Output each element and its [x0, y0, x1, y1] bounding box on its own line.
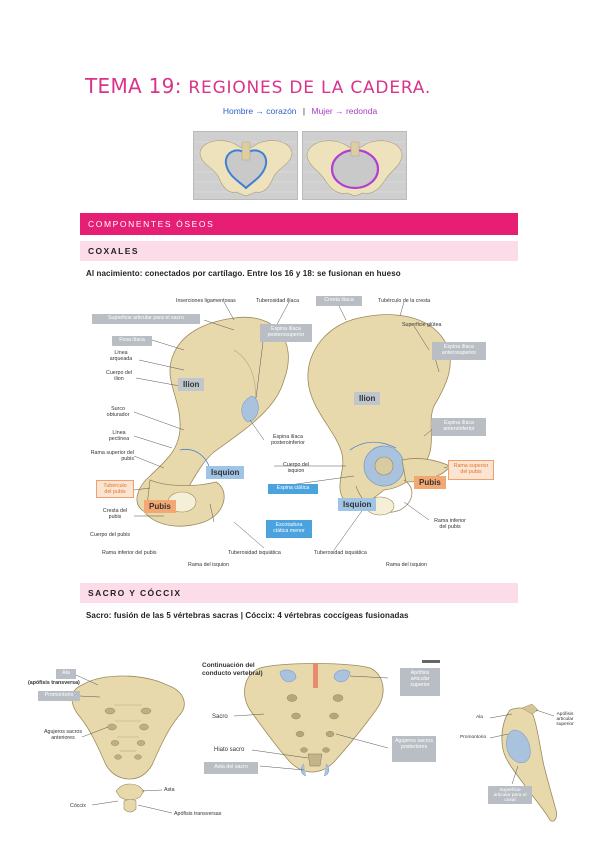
lbl-agujeros-anteriores: Agujeros sacros anteriores — [44, 729, 82, 741]
lbl-apofisis-lateral: Apófisis articular superior — [556, 712, 574, 727]
lbl-asta-sacro: Asta del sacro — [204, 762, 258, 774]
male-pelvis-image — [193, 131, 298, 200]
bone-ilion-2: Ilion — [354, 392, 381, 405]
lbl-tuberosidad-isq-1: Tuberosidad isquiática — [228, 550, 281, 556]
lbl-surco-obturador: Surco obturador — [106, 406, 130, 418]
lbl-superficie-articular: Superficie articular para el sacro — [92, 314, 200, 324]
bone-isquion-1: Isquion — [206, 466, 245, 479]
bone-pubis-2: Pubis — [414, 476, 446, 489]
lbl-espina-ant-inf: Espina ilíaca anteroinferior — [432, 418, 486, 436]
pelvis-legend: Hombre → corazón | Mujer → redonda — [0, 106, 600, 116]
sacrum-posterior-figure: Continuación del conducto vertebral) Apó… — [200, 658, 440, 788]
title-rest: REGIONES DE LA CADERA. — [188, 78, 432, 98]
lbl-ala-lateral: Ala — [476, 715, 483, 720]
lbl-fosa-iliaca: Fosa ilíaca — [112, 336, 152, 346]
bone-isquion-2: Isquion — [338, 498, 377, 511]
lbl-apofisis-transversas: Apófisis transversas — [174, 811, 222, 817]
lbl-rama-isquion-2: Rama del isquion — [386, 562, 427, 568]
lbl-linea-pectinea: Línea pectínea — [108, 430, 130, 442]
lbl-agujeros-posteriores: Agujeros sacros posteriores — [392, 736, 436, 762]
lbl-tuberculo-pubis: Tubérculo del pubis — [96, 480, 134, 498]
lbl-tuberculo-cresta: Tubérculo de la cresta — [378, 298, 431, 304]
lbl-rama-inf-pubis-l: Rama inferior del pubis — [102, 550, 157, 556]
lbl-rama-isquion-1: Rama del isquion — [188, 562, 229, 568]
lbl-espina-post-inf: Espina ilíaca posteroinferior — [271, 434, 305, 446]
section-componentes-oseos: COMPONENTES ÓSEOS — [80, 213, 518, 235]
lbl-linea-arqueada: Línea arqueada — [109, 350, 133, 362]
lbl-continuacion: Continuación del conducto vertebral) — [202, 662, 263, 677]
lbl-superficie-coxal: Superficie articular para el coxal — [488, 786, 532, 804]
lbl-cuerpo-pubis: Cuerpo del pubis — [90, 532, 131, 538]
lbl-rama-inf-pubis-r: Rama inferior del pubis — [434, 518, 466, 530]
lbl-tuberosidad-iliaca: Tuberosidad ilíaca — [256, 298, 300, 304]
lbl-sacro: Sacro — [212, 714, 228, 720]
lbl-espina-post-sup: Espina ilíaca posterosuperior — [260, 324, 312, 342]
lbl-tuberosidad-isq-2: Tuberosidad isquiática — [314, 550, 367, 556]
lbl-cuerpo-ilion: Cuerpo del ilion — [106, 370, 132, 382]
lbl-cuerpo-isquion: Cuerpo del isquion — [283, 462, 309, 474]
subsection-sacro-coccix: SACRO Y CÓCCIX — [80, 583, 518, 603]
lbl-inserciones: Inserciones ligamentosas — [176, 298, 236, 304]
bone-ilion-1: Ilion — [178, 378, 205, 391]
sacrum-lateral-figure: Ala Apófisis articular superior Promonto… — [460, 700, 580, 830]
page-title: TEMA 19: REGIONES DE LA CADERA. — [85, 74, 431, 98]
lbl-hiato-sacro: Hiato sacro — [214, 747, 245, 753]
subsection-coxales: COXALES — [80, 241, 518, 261]
coxales-note: Al nacimiento: conectados por cartílago.… — [86, 269, 401, 278]
sacrum-anterior-figure: Ala (apófisis transversa) Promontorio Ag… — [22, 655, 221, 830]
lbl-rama-sup-pubis-l: Rama superior del pubis — [90, 450, 134, 462]
lbl-coccix: Cóccix — [70, 803, 86, 809]
lbl-espina-ant-sup: Espina ilíaca anterosuperior — [432, 342, 486, 360]
lbl-cresta-pubis: Cresta del pubis — [102, 508, 128, 520]
lbl-cresta-iliaca: Cresta ilíaca — [316, 296, 362, 306]
lbl-promontorio-lateral: Promontorio — [460, 735, 487, 740]
female-pelvis-image — [302, 131, 407, 200]
lbl-apofisis-transversa: (apófisis transversa) — [28, 680, 80, 686]
sacro-note: Sacro: fusión de las 5 vértebras sacras … — [86, 611, 409, 620]
hip-bone-figure: Inserciones ligamentosas Tuberosidad ilí… — [84, 290, 516, 570]
lbl-escotadura: Escotadura ciática menor — [266, 520, 312, 538]
lbl-espina-ciatica: Espina ciática — [268, 484, 318, 494]
lbl-asta: Asta — [164, 787, 175, 793]
legend-mujer: Mujer → redonda — [311, 106, 378, 116]
lbl-rama-sup-pubis-r: Rama superior del pubis — [448, 460, 494, 480]
bone-pubis-1: Pubis — [144, 500, 176, 513]
legend-separator: | — [302, 106, 306, 116]
legend-hombre: Hombre → corazón — [222, 106, 297, 116]
lbl-superficie-glutea: Superficie glútea — [402, 322, 442, 328]
lbl-ala: Ala — [56, 669, 76, 679]
lbl-apofisis-articular-superior: Apófisis articular superior — [400, 668, 440, 696]
lbl-promontorio: Promontorio — [38, 691, 80, 701]
title-main: TEMA 19: — [85, 74, 182, 98]
